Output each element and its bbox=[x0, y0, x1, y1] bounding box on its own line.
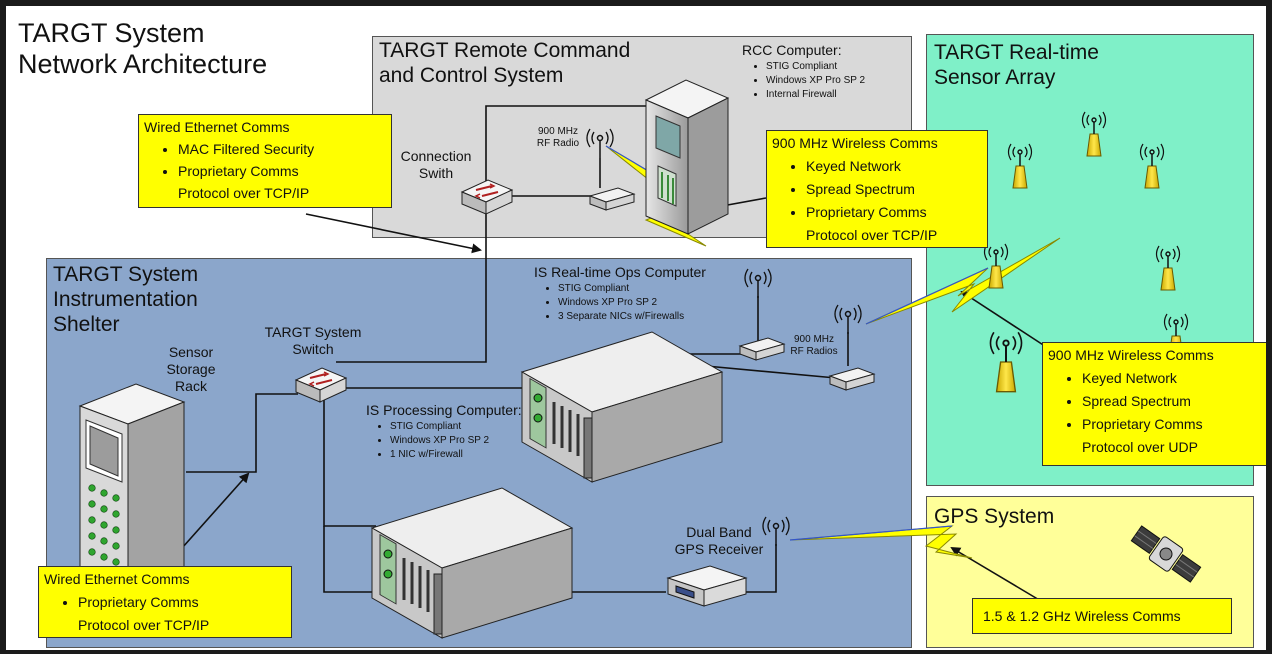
rcc-radio-label: 900 MHz RF Radio bbox=[536, 126, 580, 149]
processing-computer-heading: IS Processing Computer: bbox=[366, 402, 522, 418]
storage-rack-label: Sensor Storage Rack bbox=[166, 344, 216, 394]
sensor-tower-3-icon bbox=[1139, 143, 1165, 189]
ops-spec-item: Windows XP Pro SP 2 bbox=[558, 296, 764, 310]
system-switch-label: TARGT System Switch bbox=[264, 324, 362, 357]
callout-title: 900 MHz Wireless Comms bbox=[772, 135, 938, 151]
processing-spec-item: Windows XP Pro SP 2 bbox=[390, 434, 566, 448]
processing-spec-item: STIG Compliant bbox=[390, 420, 566, 434]
wireless-comms-callout-rcc: 900 MHz Wireless Comms Keyed Network Spr… bbox=[766, 130, 988, 248]
diagram-title: TARGT System Network Architecture bbox=[18, 18, 268, 79]
gps-receiver-icon bbox=[666, 565, 748, 607]
diagram-graphics bbox=[78, 79, 1202, 640]
wired-comms-callout-top: Wired Ethernet Comms MAC Filtered Securi… bbox=[138, 114, 392, 208]
system-switch-icon bbox=[295, 367, 347, 403]
callout-title: Wired Ethernet Comms bbox=[144, 119, 290, 135]
rcc-zone-title: TARGT Remote Command and Control System bbox=[379, 39, 631, 87]
rcc-antenna-icon bbox=[586, 128, 614, 159]
rcc-radio-icon bbox=[589, 187, 635, 211]
callout-item-continuation: Protocol over TCP/IP bbox=[806, 227, 938, 243]
wireless-comms-callout-sensor: 900 MHz Wireless Comms Keyed Network Spr… bbox=[1042, 342, 1266, 466]
gps-zone-title: GPS System bbox=[934, 505, 1055, 528]
is-antenna-2-icon bbox=[834, 304, 862, 335]
ops-spec-item: 3 Separate NICs w/Firewalls bbox=[558, 310, 764, 324]
is-radio-2-icon bbox=[829, 367, 875, 391]
sensor-tower-5-icon bbox=[1155, 245, 1181, 291]
callout-title: 900 MHz Wireless Comms bbox=[1048, 347, 1214, 363]
sensor-tower-2-icon bbox=[1081, 111, 1107, 157]
sensor-tower-6-icon bbox=[989, 331, 1023, 393]
callout-item: Keyed Network bbox=[806, 155, 981, 178]
callout-title: Wired Ethernet Comms bbox=[44, 571, 190, 587]
storage-rack-icon bbox=[78, 383, 186, 599]
ops-computer-heading: IS Real-time Ops Computer bbox=[534, 264, 706, 280]
gps-comms-callout: 1.5 & 1.2 GHz Wireless Comms bbox=[972, 598, 1232, 634]
network-diagram: { "diagram": { "title": "TARGT System\nN… bbox=[6, 6, 1266, 650]
rcc-spec-item: Internal Firewall bbox=[766, 88, 912, 102]
is-radios-label: 900 MHz RF Radios bbox=[790, 334, 838, 357]
callout-item: Spread Spectrum bbox=[1082, 390, 1261, 413]
connection-switch-label: Connection Swith bbox=[400, 148, 472, 181]
callout-item: MAC Filtered Security bbox=[178, 138, 385, 160]
is-radio-1-icon bbox=[739, 337, 785, 361]
processing-computer-specs: IS Processing Computer: STIG Compliant W… bbox=[366, 402, 566, 462]
ops-spec-item: STIG Compliant bbox=[558, 282, 764, 296]
callout-item: Proprietary Comms bbox=[806, 201, 981, 224]
callout-item: Proprietary Comms bbox=[1082, 413, 1261, 436]
callout-item: Proprietary Comms bbox=[178, 160, 385, 182]
rcc-spec-item: Windows XP Pro SP 2 bbox=[766, 74, 912, 88]
callout-item: Keyed Network bbox=[1082, 367, 1261, 390]
callout-item-continuation: Protocol over TCP/IP bbox=[178, 185, 310, 201]
rcc-spec-item: STIG Compliant bbox=[766, 60, 912, 74]
satellite-icon bbox=[1130, 525, 1202, 583]
callout-item-continuation: Protocol over UDP bbox=[1082, 439, 1198, 455]
callout-title: 1.5 & 1.2 GHz Wireless Comms bbox=[983, 608, 1181, 624]
rcc-computer-specs: RCC Computer: STIG Compliant Windows XP … bbox=[742, 42, 912, 102]
processing-spec-item: 1 NIC w/Firewall bbox=[390, 448, 566, 462]
shelter-zone-title: TARGT System Instrumentation Shelter bbox=[53, 263, 199, 336]
sensor-array-zone-title: TARGT Real-time Sensor Array bbox=[934, 41, 1099, 89]
sensor-tower-1-icon bbox=[1007, 143, 1033, 189]
callout-item: Spread Spectrum bbox=[806, 178, 981, 201]
processing-computer-icon bbox=[370, 486, 574, 640]
callout-item-continuation: Protocol over TCP/IP bbox=[78, 617, 210, 633]
connection-switch-icon bbox=[461, 179, 513, 215]
callout-item: Proprietary Comms bbox=[78, 591, 285, 614]
rcc-computer-icon bbox=[644, 79, 730, 235]
wired-comms-callout-bottom: Wired Ethernet Comms Proprietary Comms P… bbox=[38, 566, 292, 638]
rcc-computer-heading: RCC Computer: bbox=[742, 42, 842, 58]
gps-receiver-label: Dual Band GPS Receiver bbox=[674, 524, 764, 557]
ops-computer-specs: IS Real-time Ops Computer STIG Compliant… bbox=[534, 264, 764, 324]
